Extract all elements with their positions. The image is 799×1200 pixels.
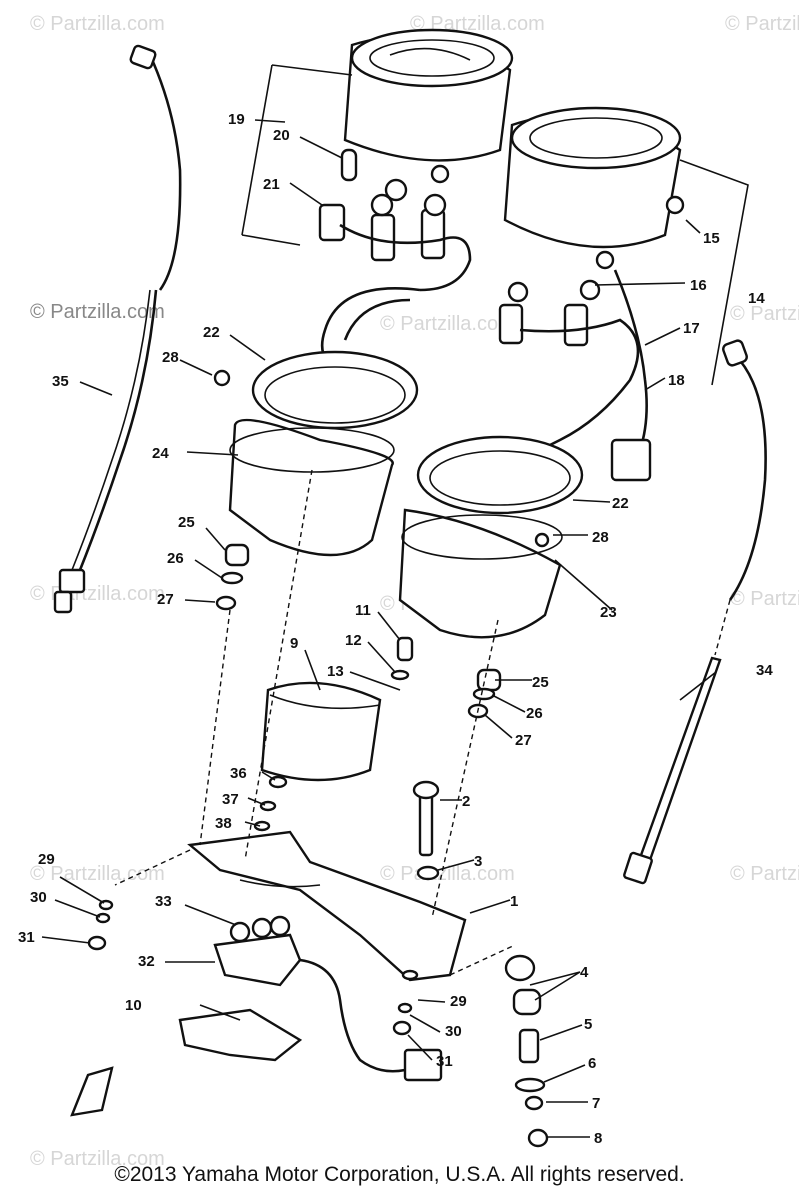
watermark: © Partzilla.com [30,301,165,323]
callout-1: 1 [510,893,518,910]
callout-16: 16 [690,277,707,294]
watermark: © Partzilla.com [30,583,165,605]
copyright-notice: ©2013 Yamaha Motor Corporation, U.S.A. A… [114,1163,685,1186]
callout-33: 33 [155,893,172,910]
callout-7: 7 [592,1095,600,1112]
callout-29b: 29 [450,993,467,1010]
callout-31b: 31 [436,1053,453,1070]
callout-37: 37 [222,791,239,808]
callout-6: 6 [588,1055,596,1072]
tachometer-cable [623,339,767,885]
watermark: © Partzilla.com [730,303,799,325]
callout-27b: 27 [515,732,532,749]
callout-26: 26 [167,550,184,567]
left-meter-assembly [213,28,514,611]
callout-labels: 1 2 3 4 5 6 7 8 9 10 11 12 13 14 15 16 1… [18,111,773,1147]
callout-2: 2 [462,793,470,810]
callout-22b: 22 [612,495,629,512]
watermark: © Partzilla.com [30,1148,165,1170]
callout-35: 35 [52,373,69,390]
speedometer-cable [53,44,182,614]
callout-15: 15 [703,230,720,247]
callout-30b: 30 [445,1023,462,1040]
callout-32: 32 [138,953,155,970]
watermark: © Partzilla.com [380,313,515,335]
callout-30: 30 [30,889,47,906]
callout-22: 22 [203,324,220,341]
meter-bracket-assembly [70,636,549,1148]
callout-27: 27 [157,591,174,608]
callout-8: 8 [594,1130,602,1147]
callout-18: 18 [668,372,685,389]
watermark: © Partzilla.com [730,863,799,885]
callout-25b: 25 [532,674,549,691]
callout-26b: 26 [526,705,543,722]
callout-28b: 28 [162,349,179,366]
callout-29: 29 [38,851,55,868]
callout-31: 31 [18,929,35,946]
callout-21: 21 [263,176,280,193]
callout-19: 19 [228,111,245,128]
watermark: © Partzilla.com [30,13,165,35]
callout-10: 10 [125,997,142,1014]
callout-25: 25 [178,514,195,531]
callout-28: 28 [592,529,609,546]
callout-17: 17 [683,320,700,337]
leader-lines [41,119,717,1138]
callout-9: 9 [290,635,298,652]
callout-23: 23 [600,604,617,621]
callout-36: 36 [230,765,247,782]
callout-12: 12 [345,632,362,649]
callout-4: 4 [580,964,589,981]
callout-13: 13 [327,663,344,680]
watermark: © Partzilla.com [380,863,515,885]
watermark: © Partzilla.com [730,588,799,610]
callout-24: 24 [152,445,169,462]
callout-14: 14 [748,290,765,307]
callout-3: 3 [474,853,482,870]
callout-5: 5 [584,1016,592,1033]
watermark: © Partzilla.com [725,13,799,35]
callout-11: 11 [355,602,371,619]
callout-34: 34 [756,662,773,679]
callout-38: 38 [215,815,232,832]
callout-20: 20 [273,127,290,144]
right-meter-assembly [398,106,749,719]
